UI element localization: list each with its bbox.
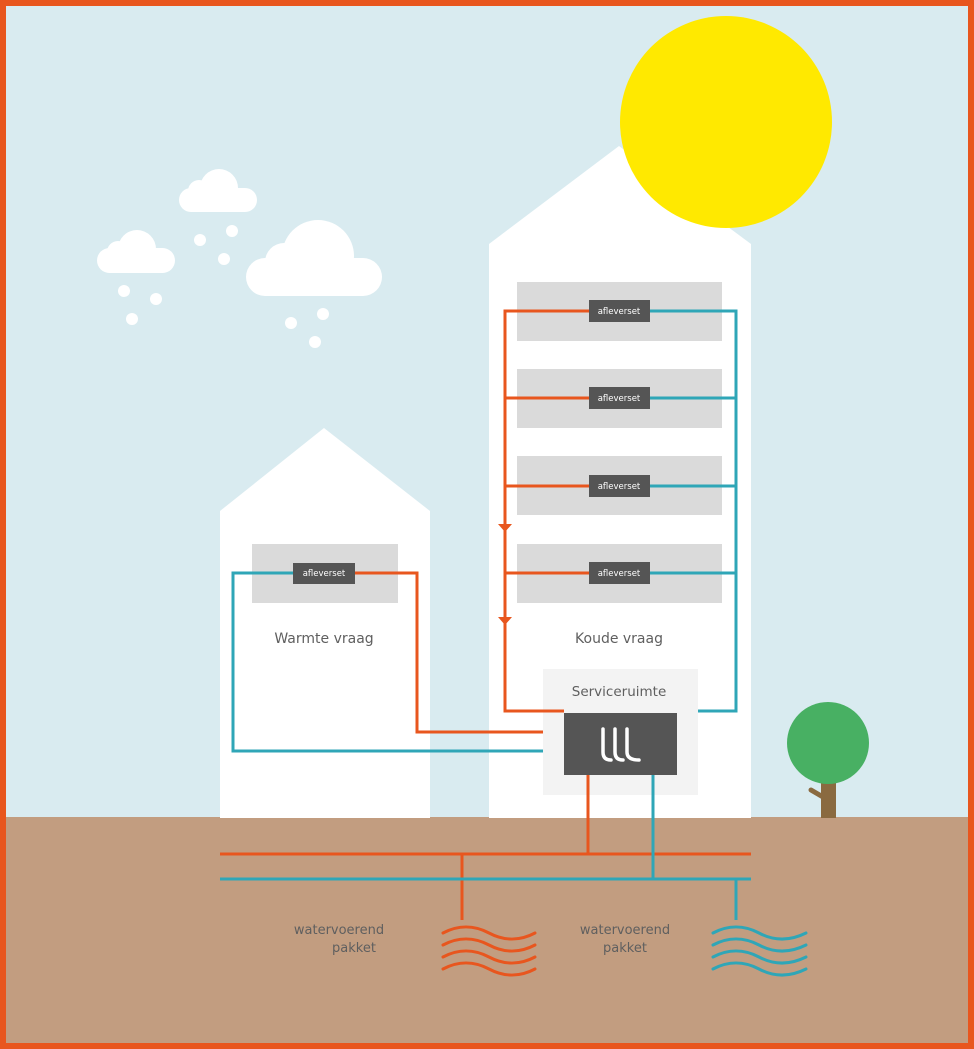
aquifer-cold-label-2: pakket xyxy=(603,941,647,956)
warmte-vraag-label: Warmte vraag xyxy=(274,631,373,647)
delivery-set xyxy=(589,562,650,584)
delivery-set-label: afleverset xyxy=(303,569,346,579)
cloud-icon xyxy=(97,230,175,273)
heat-pump-device xyxy=(564,713,677,775)
delivery-set-label: afleverset xyxy=(598,569,641,579)
aquifer-cold-label-1: watervoerend xyxy=(580,923,670,938)
sun-icon xyxy=(620,16,832,228)
arrow-down-icon xyxy=(498,524,512,532)
delivery-set-label: afleverset xyxy=(598,394,641,404)
delivery-set xyxy=(589,300,650,322)
ground xyxy=(6,817,968,1043)
cold-water-waves-icon xyxy=(711,925,808,977)
small-building xyxy=(220,428,430,818)
delivery-set xyxy=(589,387,650,409)
delivery-set-label: afleverset xyxy=(598,307,641,317)
delivery-sets: afleverset afleverset afleverset aflever… xyxy=(293,300,650,584)
tree-icon xyxy=(787,702,869,818)
delivery-set-label: afleverset xyxy=(598,482,641,492)
warm-water-waves-icon xyxy=(441,925,537,977)
delivery-set xyxy=(589,475,650,497)
delivery-set xyxy=(293,563,355,584)
koude-vraag-label: Koude vraag xyxy=(575,631,663,647)
raindrops-icon xyxy=(118,225,329,348)
cold-pipes xyxy=(220,309,751,920)
aquifer-warm-label-1: watervoerend xyxy=(294,923,384,938)
cloud-icon xyxy=(246,220,382,296)
service-room-label: Serviceruimte xyxy=(572,684,667,700)
flow-arrows xyxy=(498,524,512,625)
arrow-down-icon xyxy=(498,617,512,625)
cloud-icon xyxy=(179,169,257,212)
clouds xyxy=(97,169,382,348)
heat-pump-icon xyxy=(601,727,641,762)
warm-pipes xyxy=(220,309,751,920)
aquifer-warm-label-2: pakket xyxy=(332,941,376,956)
